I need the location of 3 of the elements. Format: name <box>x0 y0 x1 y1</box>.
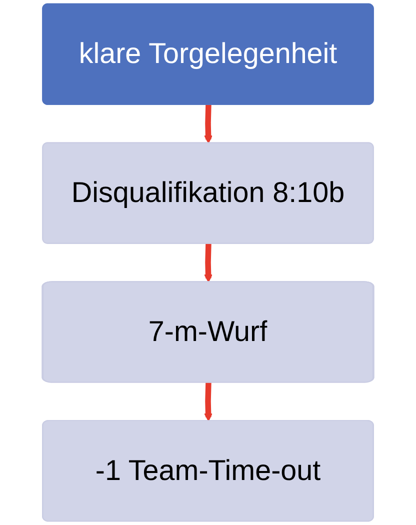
arrow <box>204 104 212 144</box>
arrow <box>204 382 212 422</box>
arrow <box>204 244 212 283</box>
